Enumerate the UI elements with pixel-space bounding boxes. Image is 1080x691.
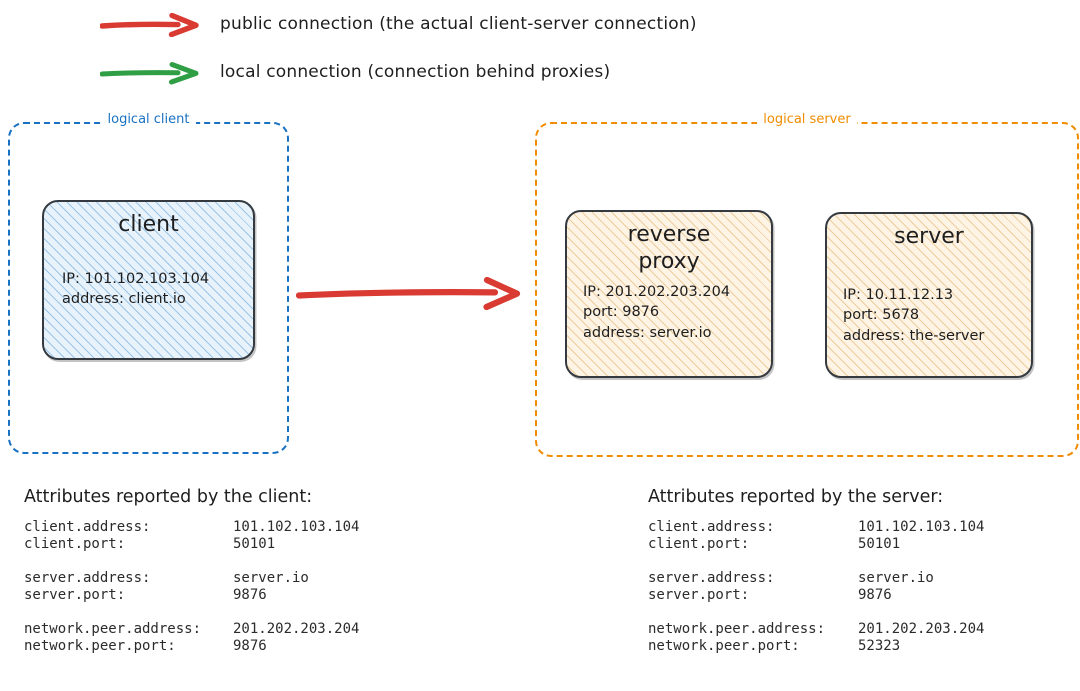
legend-label-public-connection: public connection (the actual client-ser… xyxy=(220,14,697,34)
table-row: server.port: 9876 xyxy=(648,587,984,604)
attr-value: 201.202.203.204 xyxy=(858,621,985,637)
table-row: client.address: 101.102.103.104 xyxy=(24,519,359,536)
node-client-attr-ip: IP: 101.102.103.104 xyxy=(62,270,210,287)
node-client-title: client xyxy=(118,212,179,237)
attributes-client-heading: Attributes reported by the client: xyxy=(24,487,313,507)
attr-value: 9876 xyxy=(233,638,267,654)
attributes-client-table: client.address: 101.102.103.104 client.p… xyxy=(24,519,359,655)
table-row: client.port: 50101 xyxy=(648,536,984,553)
node-reverse-proxy-attr-address: address: server.io xyxy=(583,324,712,341)
table-row: client.address: 101.102.103.104 xyxy=(648,519,984,536)
attr-value: 9876 xyxy=(233,587,267,603)
attr-key: network.peer.port: xyxy=(648,638,800,654)
attr-value: 201.202.203.204 xyxy=(233,621,360,637)
node-server[interactable]: server IP: 10.11.12.13 port: 5678 addres… xyxy=(825,212,1033,378)
node-reverse-proxy[interactable]: reverse proxy IP: 201.202.203.204 port: … xyxy=(565,210,773,378)
node-client-attr-address: address: client.io xyxy=(62,291,186,308)
node-server-attr-ip: IP: 10.11.12.13 xyxy=(843,286,954,303)
node-server-title: server xyxy=(894,224,964,249)
attr-value: 101.102.103.104 xyxy=(858,519,985,535)
table-row: server.address: server.io xyxy=(648,570,984,587)
attr-value: 50101 xyxy=(858,536,901,552)
attr-value: 50101 xyxy=(233,536,276,552)
logical-client-group: logical client xyxy=(8,112,289,454)
attr-value: 52323 xyxy=(858,638,901,654)
red-arrow-right-icon xyxy=(99,12,200,38)
attr-value: 101.102.103.104 xyxy=(233,519,360,535)
green-arrow-right-icon xyxy=(99,61,200,85)
logical-server-label: logical server xyxy=(757,112,857,127)
public-connection-arrow xyxy=(295,276,522,311)
logical-server-group: logical server xyxy=(535,112,1079,457)
attributes-server-heading: Attributes reported by the server: xyxy=(648,487,944,507)
table-row: server.port: 9876 xyxy=(24,587,359,604)
node-reverse-proxy-title: reverse proxy xyxy=(627,222,711,274)
attr-key: network.peer.port: xyxy=(24,638,176,654)
attr-key: server.port: xyxy=(648,587,750,603)
table-row: network.peer.address: 201.202.203.204 xyxy=(24,621,359,638)
table-row-spacer xyxy=(648,604,984,621)
attr-key: network.peer.address: xyxy=(648,621,826,637)
attr-key: network.peer.address: xyxy=(24,621,202,637)
table-row: network.peer.port: 52323 xyxy=(648,638,984,655)
table-row: client.port: 50101 xyxy=(24,536,359,553)
node-reverse-proxy-attr-ip: IP: 201.202.203.204 xyxy=(583,283,731,300)
table-row: network.peer.address: 201.202.203.204 xyxy=(648,621,984,638)
attr-value: server.io xyxy=(233,570,309,586)
table-row-spacer xyxy=(24,604,359,621)
attr-key: client.address: xyxy=(648,519,775,535)
attr-value: server.io xyxy=(858,570,934,586)
node-reverse-proxy-attributes: IP: 201.202.203.204 port: 9876 address: … xyxy=(583,282,755,344)
attributes-panel-server: Attributes reported by the server: clien… xyxy=(648,487,984,655)
node-client[interactable]: client IP: 101.102.103.104 address: clie… xyxy=(42,200,255,360)
attr-key: client.port: xyxy=(24,536,126,552)
node-server-attr-port: port: 5678 xyxy=(843,307,920,324)
node-server-attributes: IP: 10.11.12.13 port: 5678 address: the-… xyxy=(843,285,1015,347)
attr-key: server.port: xyxy=(24,587,126,603)
attr-key: client.port: xyxy=(648,536,750,552)
legend-label-local-connection: local connection (connection behind prox… xyxy=(220,62,611,82)
attributes-server-table: client.address: 101.102.103.104 client.p… xyxy=(648,519,984,655)
attr-key: server.address: xyxy=(648,570,775,586)
table-row-spacer xyxy=(648,553,984,570)
node-reverse-proxy-attr-port: port: 9876 xyxy=(583,304,660,321)
node-client-attributes: IP: 101.102.103.104 address: client.io xyxy=(62,269,235,310)
attr-value: 9876 xyxy=(858,587,892,603)
node-server-attr-address: address: the-server xyxy=(843,327,985,344)
table-row-spacer xyxy=(24,553,359,570)
attr-key: client.address: xyxy=(24,519,151,535)
attributes-panel-client: Attributes reported by the client: clien… xyxy=(24,487,359,655)
table-row: server.address: server.io xyxy=(24,570,359,587)
attr-key: server.address: xyxy=(24,570,151,586)
logical-client-label: logical client xyxy=(101,112,196,127)
table-row: network.peer.port: 9876 xyxy=(24,638,359,655)
